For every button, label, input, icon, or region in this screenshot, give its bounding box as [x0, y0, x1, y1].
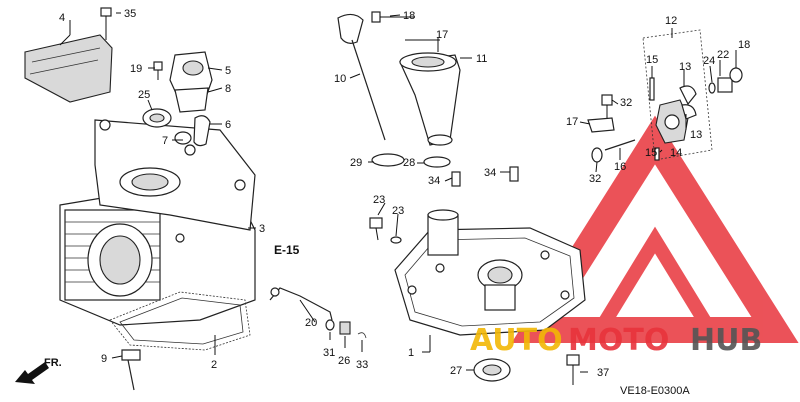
callout-14: 14 [670, 147, 682, 159]
part-3-cylinder-block [59, 119, 256, 326]
part-17-holder [587, 117, 615, 133]
callout-6: 6 [225, 119, 231, 131]
diagram-code: VE18-E0300A [620, 385, 690, 397]
part-22-bolt [371, 11, 415, 23]
callout-19: 20 [305, 317, 317, 329]
watermark-text: AUTO MOTO HUB [470, 323, 762, 358]
callout-22: 18 [403, 10, 415, 22]
leader-lines [59, 12, 737, 373]
callout-26: 24 [703, 55, 715, 67]
front-arrow: FR. [15, 357, 62, 384]
callout-15a: 15 [646, 54, 658, 66]
part-9-drain-plug [121, 349, 141, 391]
watermark-logo [511, 115, 799, 343]
callout-17: 17 [566, 116, 578, 128]
callout-18: 18 [738, 39, 750, 51]
callout-9: 9 [101, 353, 107, 365]
part-1-crankcase-cover [394, 209, 586, 336]
part-32-washer [591, 147, 603, 163]
callout-3: 3 [259, 223, 265, 235]
callout-36: 35 [124, 8, 136, 20]
part-11-filler-tube [399, 52, 461, 146]
callout-13a: 13 [679, 61, 691, 73]
callout-8: 8 [225, 83, 231, 95]
part-34-dowels [451, 166, 519, 187]
callout-21: 19 [130, 63, 142, 75]
callout-labels: 4 35 19 5 8 6 7 25 3 E-15 2 9 10 18 17 1… [59, 8, 750, 379]
front-label: FR. [44, 357, 62, 369]
callout-31: 29 [350, 157, 362, 169]
callout-4: 4 [59, 12, 65, 24]
part-29-oil-seal [473, 358, 511, 382]
part-10-dipstick [337, 13, 386, 141]
watermark-auto: AUTO [470, 323, 563, 358]
part-19-governor-arm [269, 287, 333, 321]
part-30-oring [423, 156, 451, 168]
part-5-8-breather [169, 51, 213, 113]
watermark-moto: MOTO [568, 323, 669, 358]
callout-35: 32 [620, 97, 632, 109]
callout-33: 33 [356, 359, 368, 371]
callout-37: 37 [597, 367, 609, 379]
callout-15b: 15 [645, 147, 657, 159]
callout-20: 17 [436, 29, 448, 41]
callout-12: 12 [665, 15, 677, 27]
part-7-plug [174, 131, 192, 145]
part-23-25-bolt-washer [369, 217, 402, 244]
part-2-gasket [109, 291, 251, 351]
callout-11: 11 [476, 53, 487, 65]
callout-28: 26 [338, 355, 350, 367]
part-35-bolt [601, 94, 613, 118]
callout-2: 2 [211, 359, 217, 371]
callout-13b: 13 [690, 129, 702, 141]
part-31-oring [371, 153, 405, 167]
part-37-bolt [566, 354, 580, 385]
part-32-28-33-small-parts [325, 319, 367, 339]
ref-e15: E-15 [274, 243, 300, 257]
callout-34a: 34 [428, 175, 440, 187]
part-18-24-26-collar [708, 67, 743, 94]
callout-29: 27 [450, 365, 462, 377]
callout-16: 16 [614, 161, 626, 173]
part-21-bolt [153, 61, 163, 80]
callout-32a: 31 [323, 347, 335, 359]
callout-24: 22 [717, 49, 729, 61]
part-36-bolt [100, 7, 112, 40]
callout-34b: 34 [484, 167, 496, 179]
callout-7: 7 [162, 135, 168, 147]
callout-23: 23 [373, 194, 385, 206]
callout-25: 23 [392, 205, 404, 217]
part-27-seal [142, 108, 172, 128]
part-12-governor-assembly [642, 29, 713, 161]
part-6-clip [193, 115, 211, 147]
part-4-shield [24, 34, 113, 103]
callout-1: 1 [408, 347, 414, 359]
callout-10: 10 [334, 73, 346, 85]
callout-27: 25 [138, 89, 150, 101]
callout-5: 5 [225, 65, 231, 77]
callout-30: 28 [403, 157, 415, 169]
part-16-shaft [604, 139, 636, 151]
callout-32b: 32 [589, 173, 601, 185]
watermark-hub: HUB [690, 323, 762, 358]
